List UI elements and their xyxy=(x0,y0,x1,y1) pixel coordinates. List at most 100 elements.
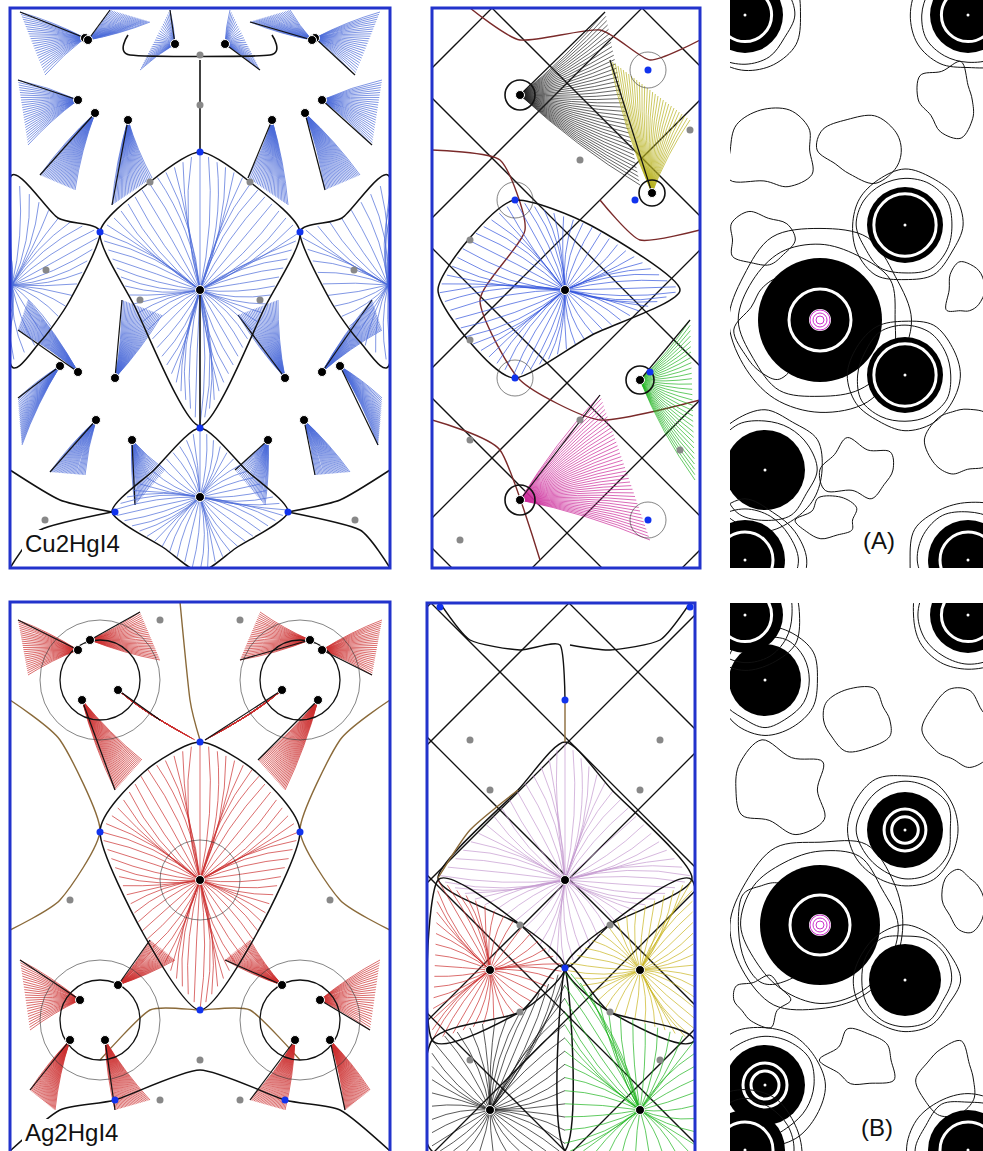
critical-point xyxy=(197,1057,204,1064)
basin-boundary xyxy=(112,428,288,568)
gradient-path xyxy=(305,113,332,187)
critical-point xyxy=(197,739,204,746)
gradient-fan xyxy=(520,395,650,540)
gradient-path xyxy=(19,85,78,100)
gradient-path xyxy=(565,287,676,290)
gradient-path xyxy=(59,420,96,473)
density-core xyxy=(930,0,983,53)
contour-line xyxy=(730,421,817,521)
gradient-path xyxy=(438,891,490,970)
ring xyxy=(160,840,240,920)
gradient-fan xyxy=(20,12,85,75)
critical-point xyxy=(316,996,325,1005)
bond-path xyxy=(440,603,565,700)
gradient-path xyxy=(533,775,565,880)
gradient-path xyxy=(304,420,347,472)
gradient-path xyxy=(635,970,640,1020)
gradient-path xyxy=(315,14,379,38)
gradient-path xyxy=(640,970,695,1029)
gradient-path xyxy=(565,290,602,330)
gradient-path xyxy=(115,312,154,378)
fan-edge xyxy=(18,620,78,650)
gradient-fan xyxy=(238,300,285,378)
ring xyxy=(240,960,360,1080)
gradient-path xyxy=(565,290,575,344)
gradient-path xyxy=(275,700,318,778)
contour-line xyxy=(795,496,857,539)
gradient-path xyxy=(282,700,318,787)
critical-point xyxy=(577,157,584,164)
critical-point xyxy=(512,375,519,382)
gradient-path xyxy=(640,379,692,381)
gradient-path xyxy=(534,207,565,290)
gradient-path xyxy=(88,21,147,40)
lattice-line xyxy=(432,8,642,568)
gradient-path xyxy=(340,366,381,409)
critical-point xyxy=(196,876,205,885)
gradient-path xyxy=(315,19,377,38)
atomic-basin xyxy=(10,175,100,368)
gradient-path xyxy=(277,700,318,781)
critical-point xyxy=(467,337,474,344)
gradient-path xyxy=(174,756,200,880)
ring xyxy=(789,289,851,351)
gradient-path xyxy=(18,620,78,650)
gradient-path xyxy=(490,1020,495,1110)
gradient-path xyxy=(490,1051,565,1110)
gradient-path xyxy=(118,690,172,727)
gradient-path xyxy=(288,10,312,40)
fan-edge xyxy=(330,1040,345,1110)
gradient-path xyxy=(193,434,200,497)
gradient-path xyxy=(184,290,200,400)
gradient-path xyxy=(520,95,631,142)
gradient-path xyxy=(200,157,210,290)
gradient-path xyxy=(490,1110,506,1151)
ring xyxy=(940,532,983,568)
fan-edge xyxy=(170,10,175,44)
gradient-path xyxy=(12,261,87,285)
gradient-path xyxy=(200,859,289,880)
gradient-fan xyxy=(322,80,382,145)
critical-point xyxy=(114,981,123,990)
gradient-path xyxy=(470,1028,490,1110)
fan-edge xyxy=(20,960,80,1000)
gradient-path xyxy=(490,1110,565,1130)
basin-boundary xyxy=(10,175,100,368)
gradient-path xyxy=(520,95,640,185)
gradient-path xyxy=(565,880,598,936)
gradient-fan xyxy=(250,10,312,40)
gradient-path xyxy=(340,366,381,411)
bond-path xyxy=(10,1070,390,1151)
critical-point xyxy=(645,67,652,74)
critical-point xyxy=(291,1036,300,1045)
gradient-path xyxy=(63,420,96,473)
gradient-path xyxy=(88,22,148,40)
gradient-path xyxy=(77,420,96,474)
gradient-path xyxy=(128,120,152,178)
gradient-path xyxy=(463,850,565,880)
contour-line xyxy=(731,211,796,265)
gradient-path xyxy=(200,211,279,290)
gradient-path xyxy=(640,380,694,437)
gradient-path xyxy=(20,12,85,38)
gradient-path xyxy=(19,88,78,101)
gradient-path xyxy=(320,960,380,1000)
gradient-path xyxy=(565,825,644,880)
gradient-path xyxy=(88,21,145,40)
gradient-path xyxy=(276,301,285,378)
ring xyxy=(941,0,983,42)
critical-point xyxy=(351,267,358,274)
critical-point xyxy=(467,437,474,444)
basin-boundary xyxy=(438,200,680,378)
gradient-path xyxy=(490,1091,565,1110)
gradient-path xyxy=(635,911,640,970)
bond-path xyxy=(10,700,100,930)
ring xyxy=(730,0,772,42)
gradient-path xyxy=(114,497,200,510)
fan-edge xyxy=(90,612,140,640)
gradient-path xyxy=(200,792,271,880)
gradient-path xyxy=(340,366,382,398)
gradient-path xyxy=(315,38,357,70)
gradient-fan xyxy=(248,120,288,205)
gradient-path xyxy=(322,100,375,125)
